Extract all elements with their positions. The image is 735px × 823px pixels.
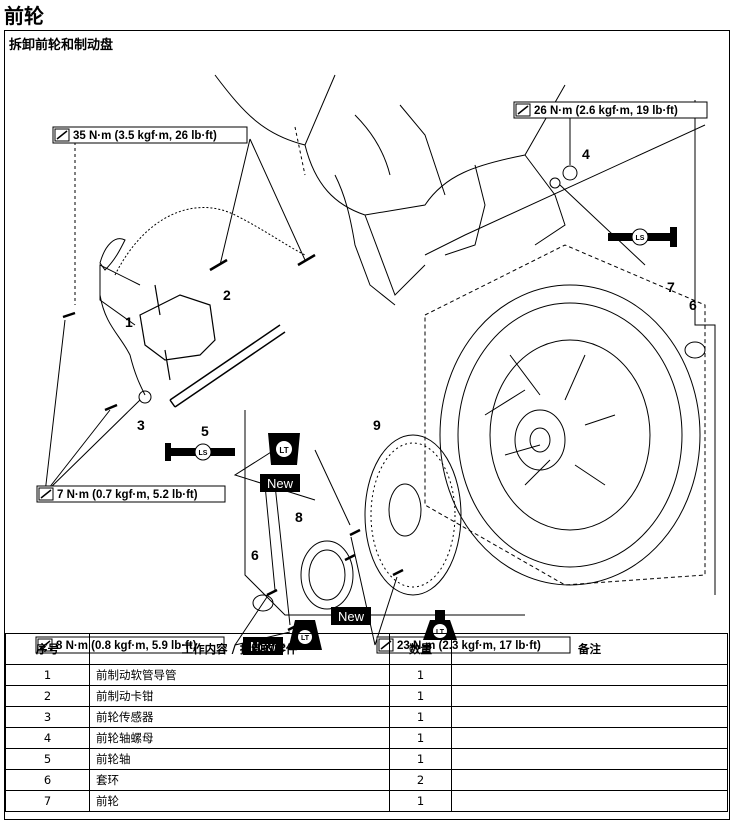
row-qty: 1: [389, 706, 452, 728]
axle-nut: [562, 165, 578, 181]
col-header-remarks: 备注: [451, 633, 728, 665]
row-qty: 1: [389, 790, 452, 812]
brake-caliper: [139, 284, 216, 381]
row-part-name: 套环: [89, 769, 390, 791]
row-qty: 2: [389, 769, 452, 791]
brake-disc: [364, 434, 462, 596]
table-row: 5 前轮轴 1: [5, 748, 728, 770]
row-no: 3: [5, 706, 90, 728]
row-note: [451, 727, 728, 749]
torque-label-35nm: 35 N·m (3.5 kgf·m, 26 lb·ft): [52, 126, 248, 144]
row-part-name: 前轮轴螺母: [89, 727, 390, 749]
row-part-name: 前制动卡钳: [89, 685, 390, 707]
content-frame: 拆卸前轮和制动盘: [4, 30, 730, 820]
row-no: 1: [5, 664, 90, 686]
torque-label-7nm: 7 N·m (0.7 kgf·m, 5.2 lb·ft): [36, 485, 226, 503]
row-qty: 1: [389, 727, 452, 749]
row-no: 7: [5, 790, 90, 812]
row-note: [451, 706, 728, 728]
table-row: 2 前制动卡钳 1: [5, 685, 728, 707]
col-header-task: 工作内容 / 拆卸的零件: [89, 633, 390, 665]
new-badge-1: New: [260, 474, 300, 492]
col-header-no: 序号: [5, 633, 90, 665]
row-note: [451, 664, 728, 686]
svg-text:35 N·m (3.5 kgf·m, 26 lb·ft): 35 N·m (3.5 kgf·m, 26 lb·ft): [73, 130, 217, 142]
col-header-qty: 数量: [389, 633, 452, 665]
callout-5: 5: [201, 423, 209, 439]
row-part-name: 前轮传感器: [89, 706, 390, 728]
row-qty: 1: [389, 748, 452, 770]
row-part-name: 前轮轴: [89, 748, 390, 770]
svg-text:LT: LT: [279, 446, 288, 455]
row-note: [451, 790, 728, 812]
torque-label-26nm: 26 N·m (2.6 kgf·m, 19 lb·ft): [513, 101, 708, 119]
front-axle: [169, 324, 286, 408]
sensor-rotor: [300, 540, 354, 610]
callout-6: 6: [689, 297, 697, 313]
callout-9: 9: [373, 417, 381, 433]
new-badge-2: New: [331, 607, 371, 625]
row-qty: 1: [389, 685, 452, 707]
grease-icon: LS: [165, 443, 235, 461]
table-header-row: 序号 工作内容 / 拆卸的零件 数量 备注: [5, 633, 728, 665]
section-title: 拆卸前轮和制动盘: [9, 38, 114, 53]
row-note: [451, 769, 728, 791]
row-note: [451, 748, 728, 770]
svg-text:LS: LS: [636, 235, 645, 242]
row-no: 6: [5, 769, 90, 791]
svg-text:7 N·m (0.7 kgf·m, 5.2 lb·ft): 7 N·m (0.7 kgf·m, 5.2 lb·ft): [57, 489, 198, 501]
collar-right: [684, 341, 706, 359]
callout-8: 8: [295, 509, 303, 525]
row-no: 4: [5, 727, 90, 749]
svg-text:New: New: [267, 476, 294, 491]
row-part-name: 前轮: [89, 790, 390, 812]
front-fork-outline: [214, 74, 566, 296]
table-row: 7 前轮 1: [5, 790, 728, 812]
row-no: 5: [5, 748, 90, 770]
table-row: 1 前制动软管导管 1: [5, 664, 728, 686]
page-title: 前轮: [4, 4, 44, 28]
callout-3: 3: [137, 417, 145, 433]
exploded-diagram: 35 N·m (3.5 kgf·m, 26 lb·ft) 26 N·m (2.6…: [35, 74, 716, 655]
svg-text:New: New: [338, 609, 365, 624]
table-row: 3 前轮传感器 1: [5, 706, 728, 728]
wheel-sensor-cable: [99, 294, 146, 396]
svg-text:26 N·m (2.6 kgf·m, 19 lb·ft): 26 N·m (2.6 kgf·m, 19 lb·ft): [534, 105, 678, 117]
grease-icon: LS: [608, 227, 677, 247]
svg-text:LS: LS: [199, 450, 208, 457]
row-part-name: 前制动软管导管: [89, 664, 390, 686]
callout-4: 4: [582, 146, 590, 162]
callout-1: 1: [125, 314, 133, 330]
callout-6-left: 6: [251, 547, 259, 563]
parts-table: 序号 工作内容 / 拆卸的零件 数量 备注 1 前制动软管导管 1 2 前制动卡…: [5, 633, 728, 812]
row-note: [451, 685, 728, 707]
row-qty: 1: [389, 664, 452, 686]
row-no: 2: [5, 685, 90, 707]
callout-7: 7: [667, 279, 675, 295]
locktite-icon: LT: [268, 433, 300, 465]
callout-2: 2: [223, 287, 231, 303]
svg-text:LT: LT: [436, 629, 445, 636]
table-row: 6 套环 2: [5, 769, 728, 791]
table-row: 4 前轮轴螺母 1: [5, 727, 728, 749]
front-wheel-tire: [439, 284, 701, 586]
